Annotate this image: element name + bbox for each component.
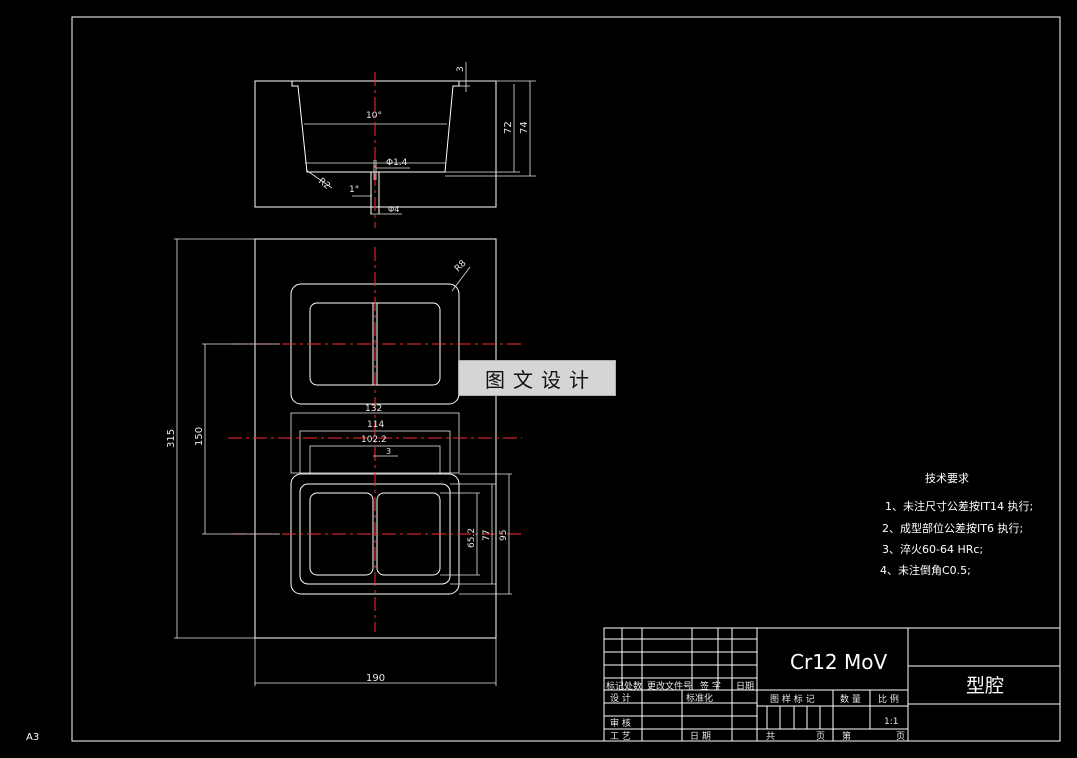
- sheet-size-label: A3: [26, 732, 39, 743]
- tb-label: 处数: [624, 680, 642, 692]
- tech-req-title: 技术要求: [925, 472, 969, 485]
- tb-label: 日期: [736, 681, 754, 692]
- watermark-badge: 图文设计: [458, 360, 616, 396]
- scale-value: 1:1: [884, 717, 898, 727]
- draft-angle-label: 10°: [366, 111, 382, 121]
- width-1022-label: 102.2: [361, 435, 387, 445]
- width-132-label: 132: [365, 404, 382, 414]
- tb-label: 比 例: [878, 693, 899, 705]
- title-block-frame: [603, 627, 1061, 742]
- pin-dia-label: Φ1.4: [386, 158, 408, 168]
- height-315-label: 315: [166, 429, 177, 448]
- tb-label: 第: [842, 730, 851, 742]
- tech-req-item: 2、成型部位公差按IT6 执行;: [882, 521, 1023, 535]
- sheet-border: [71, 16, 1061, 742]
- tb-label: 标准化: [686, 692, 713, 704]
- corner-r-leader: [305, 169, 333, 189]
- hole-dia-label: Φ4: [388, 205, 399, 214]
- tb-label: 页: [896, 731, 905, 742]
- tech-req-item: 4、未注倒角C0.5;: [880, 563, 971, 577]
- depth-inner-label: 72: [503, 121, 514, 134]
- width-114-label: 114: [367, 420, 384, 430]
- width-190-label: 190: [366, 673, 385, 684]
- height-95-label: 95: [499, 530, 509, 541]
- tech-req-item: 1、未注尺寸公差按IT14 执行;: [885, 499, 1033, 513]
- tb-label: 标记: [606, 680, 624, 692]
- pitch-150-label: 150: [194, 427, 205, 446]
- tech-requirements: 技术要求 1、未注尺寸公差按IT14 执行; 2、成型部位公差按IT6 执行; …: [880, 472, 1033, 577]
- r8-leader: [451, 266, 471, 292]
- height-77-label: 77: [482, 530, 492, 541]
- depth-total-label: 74: [519, 121, 530, 134]
- plan-view: 132 114 102.2 3 R8 315 150 190 65.2 77: [166, 238, 522, 686]
- hole-angle-label: 1°: [349, 185, 359, 195]
- tb-label: 日 期: [690, 731, 711, 742]
- tb-label: 图 样 标 记: [770, 693, 815, 705]
- tb-label: 更改文件号: [647, 680, 692, 692]
- tb-label: 设 计: [610, 692, 631, 704]
- chamfer-label: 3: [456, 66, 466, 72]
- tb-label: 数 量: [840, 693, 861, 705]
- watermark-text: 图文设计: [485, 367, 597, 392]
- tb-label: 审 核: [610, 717, 631, 729]
- tb-label: 页: [816, 731, 825, 742]
- tb-label: 签 字: [700, 680, 721, 692]
- tech-req-item: 3、淬火60-64 HRc;: [882, 542, 983, 556]
- tb-label: 工 艺: [610, 731, 631, 742]
- material-text: Cr12 MoV: [790, 650, 887, 674]
- height-652-label: 65.2: [467, 528, 477, 548]
- title-block: Cr12 MoV 型腔 标记 处数 更改文件号 签 字 日期 设 计 标准化 审…: [603, 627, 1061, 742]
- section-view: 10° Φ1.4 1° Φ4 R2 3 72 74: [254, 62, 536, 228]
- gap-label: 3: [386, 447, 391, 456]
- part-name-text: 型腔: [966, 675, 1004, 697]
- tb-label: 共: [766, 731, 775, 742]
